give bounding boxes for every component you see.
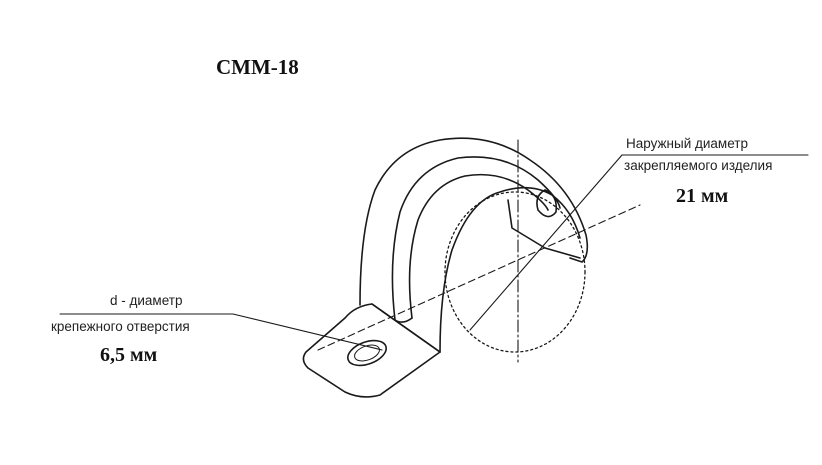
outer-diameter-label-line1: Наружный диаметр [626, 136, 748, 151]
outer-diameter-value: 21 мм [676, 185, 729, 207]
hole-diameter-label-line2: крепежного отверстия [51, 319, 190, 334]
clamp-foot [302, 303, 441, 398]
hole-diameter-value: 6,5 мм [100, 344, 158, 366]
mounting-hole [347, 339, 387, 367]
product-title: СММ-18 [216, 55, 299, 79]
pipe-circle [444, 191, 586, 353]
hole-diameter-label-line1: d - диаметр [110, 293, 183, 308]
mounting-axis [317, 204, 641, 351]
outer-diameter-label-line2: закрепляемого изделия [624, 158, 773, 173]
clamp-arch-outer [359, 137, 589, 306]
clamp-rib [391, 156, 561, 321]
clamp-arch-inner [439, 186, 581, 353]
